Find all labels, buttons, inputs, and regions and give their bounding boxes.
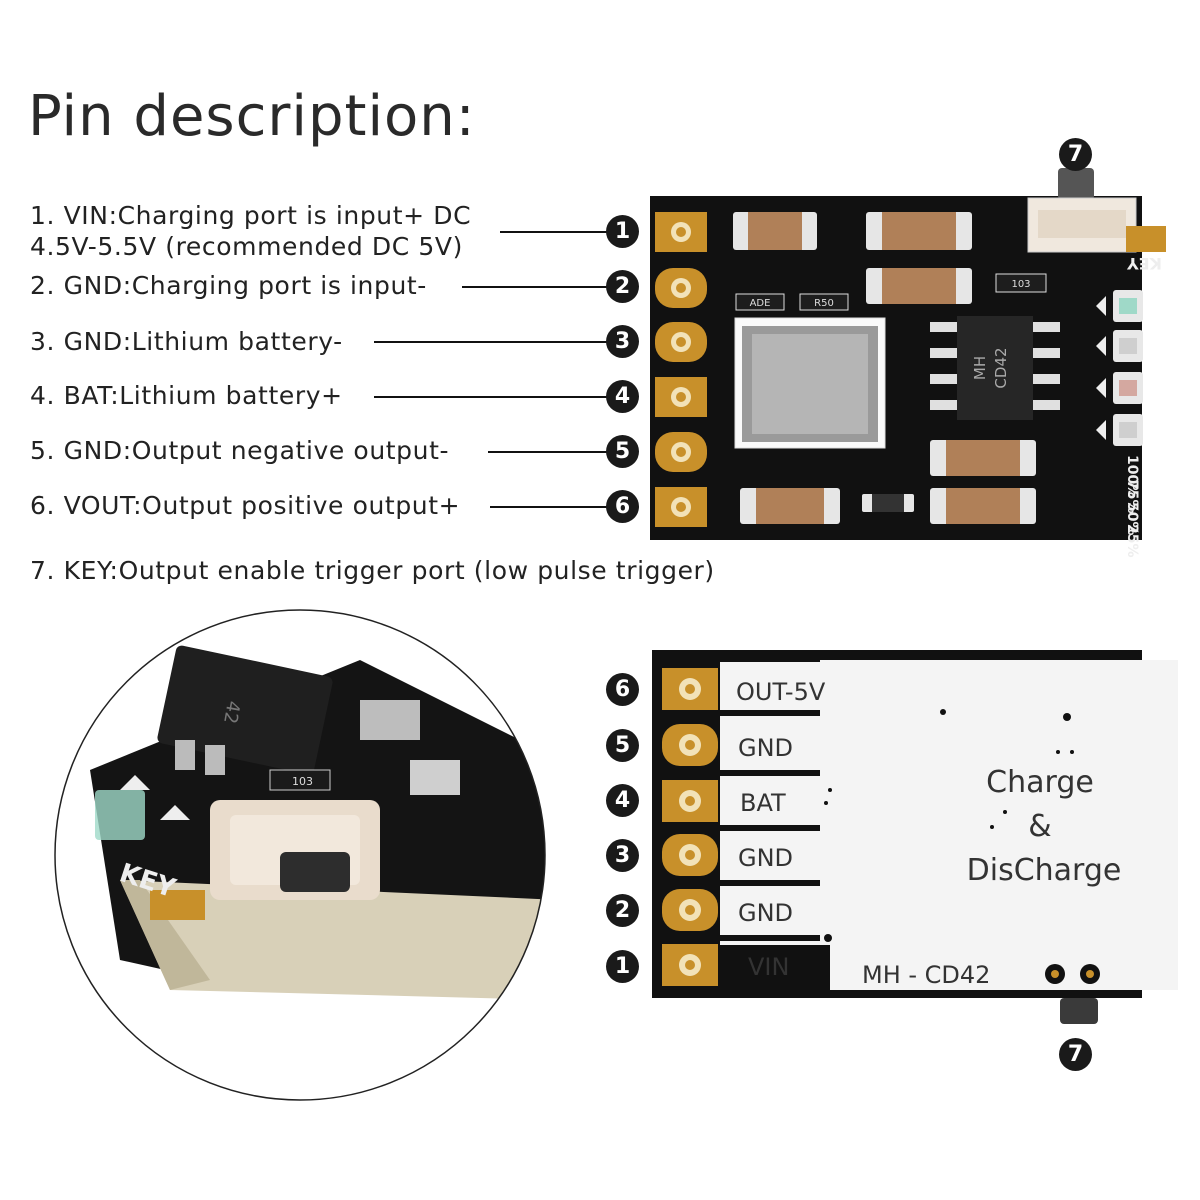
percent-label-25: 25% <box>1124 524 1140 558</box>
top-board-pcb <box>650 196 1142 540</box>
key-label: KEY <box>1127 254 1162 273</box>
bottom-pin-number-4: 4 <box>606 784 639 817</box>
bottom-board-vias <box>824 709 1100 984</box>
bottom-pin-number-2: 2 <box>606 894 639 927</box>
pin-number-5: 5 <box>606 435 639 468</box>
top-board-pads <box>655 212 707 527</box>
bottom-pin-number-7: 7 <box>1059 1038 1092 1071</box>
battery-level-leds <box>1096 290 1143 446</box>
model-text: MH - CD42 <box>862 961 990 989</box>
leader-line-1 <box>500 231 610 233</box>
pin-number-4: 4 <box>606 380 639 413</box>
pin-number-1: 1 <box>606 215 639 248</box>
pad-label-bat: BAT <box>740 789 786 817</box>
key-switch <box>1027 168 1166 253</box>
inductor <box>734 317 886 449</box>
bottom-pin-number-6: 6 <box>606 673 639 706</box>
pin-number-7-top: 7 <box>1059 138 1092 171</box>
cap-label: 103 <box>1011 279 1030 290</box>
pad-label-gnd-3: GND <box>738 844 793 872</box>
pin-2-description: 2. GND:Charging port is input- <box>30 271 427 300</box>
pin-3-description: 3. GND:Lithium battery- <box>30 327 343 356</box>
pad-label-vin: VIN <box>748 953 789 981</box>
bottom-board-pads <box>662 668 718 986</box>
chip-text-mh: MH <box>971 356 989 380</box>
closeup-cap-label: 103 <box>292 775 313 788</box>
leader-line-5 <box>488 451 610 453</box>
percent-label-100: 100% <box>1124 455 1140 498</box>
closeup-chip-text: 42 <box>219 699 244 725</box>
chip-text-cd42: CD42 <box>992 347 1010 388</box>
pad-label-gnd-2: GND <box>738 899 793 927</box>
page-title: Pin description: <box>28 84 476 149</box>
small-component-label: ADE <box>750 298 771 309</box>
pad-label-gnd-5: GND <box>738 734 793 762</box>
leader-line-4 <box>374 396 610 398</box>
discharge-text: DisCharge <box>967 853 1122 888</box>
resistor-label: R50 <box>814 298 834 309</box>
pin-6-description: 6. VOUT:Output positive output+ <box>30 491 461 520</box>
pin-number-3: 3 <box>606 325 639 358</box>
leader-line-2 <box>462 286 610 288</box>
bottom-pin-number-5: 5 <box>606 729 639 762</box>
pin-4-description: 4. BAT:Lithium battery+ <box>30 381 343 410</box>
pin-5-description: 5. GND:Output negative output- <box>30 436 450 465</box>
pin-7-description: 7. KEY:Output enable trigger port (low p… <box>30 556 715 585</box>
ic-chip <box>930 316 1060 420</box>
bottom-key-switch <box>1060 998 1098 1024</box>
pin-1-description-line2: 4.5V-5.5V (recommended DC 5V) <box>30 232 463 261</box>
leader-line-3 <box>374 341 610 343</box>
bottom-board-pad-stripes <box>660 710 820 941</box>
pad-label-out-5v: OUT-5V <box>736 678 826 706</box>
pin-number-6: 6 <box>606 490 639 523</box>
charge-text: Charge <box>986 765 1094 800</box>
leader-line-6 <box>490 506 610 508</box>
percent-label-75: 75% <box>1124 480 1140 514</box>
bottom-pin-number-3: 3 <box>606 839 639 872</box>
bottom-pin-number-1: 1 <box>606 950 639 983</box>
pin-1-description: 1. VIN:Charging port is input+ DC <box>30 201 472 230</box>
top-board-capacitors <box>733 212 1036 524</box>
pin-number-2: 2 <box>606 270 639 303</box>
top-board-illustration: ADE R50 103 MH CD42 100% 75% 50% 25% KEY <box>650 168 1166 558</box>
percent-label-50: 50% <box>1124 502 1140 536</box>
ampersand-text: & <box>1028 809 1051 844</box>
